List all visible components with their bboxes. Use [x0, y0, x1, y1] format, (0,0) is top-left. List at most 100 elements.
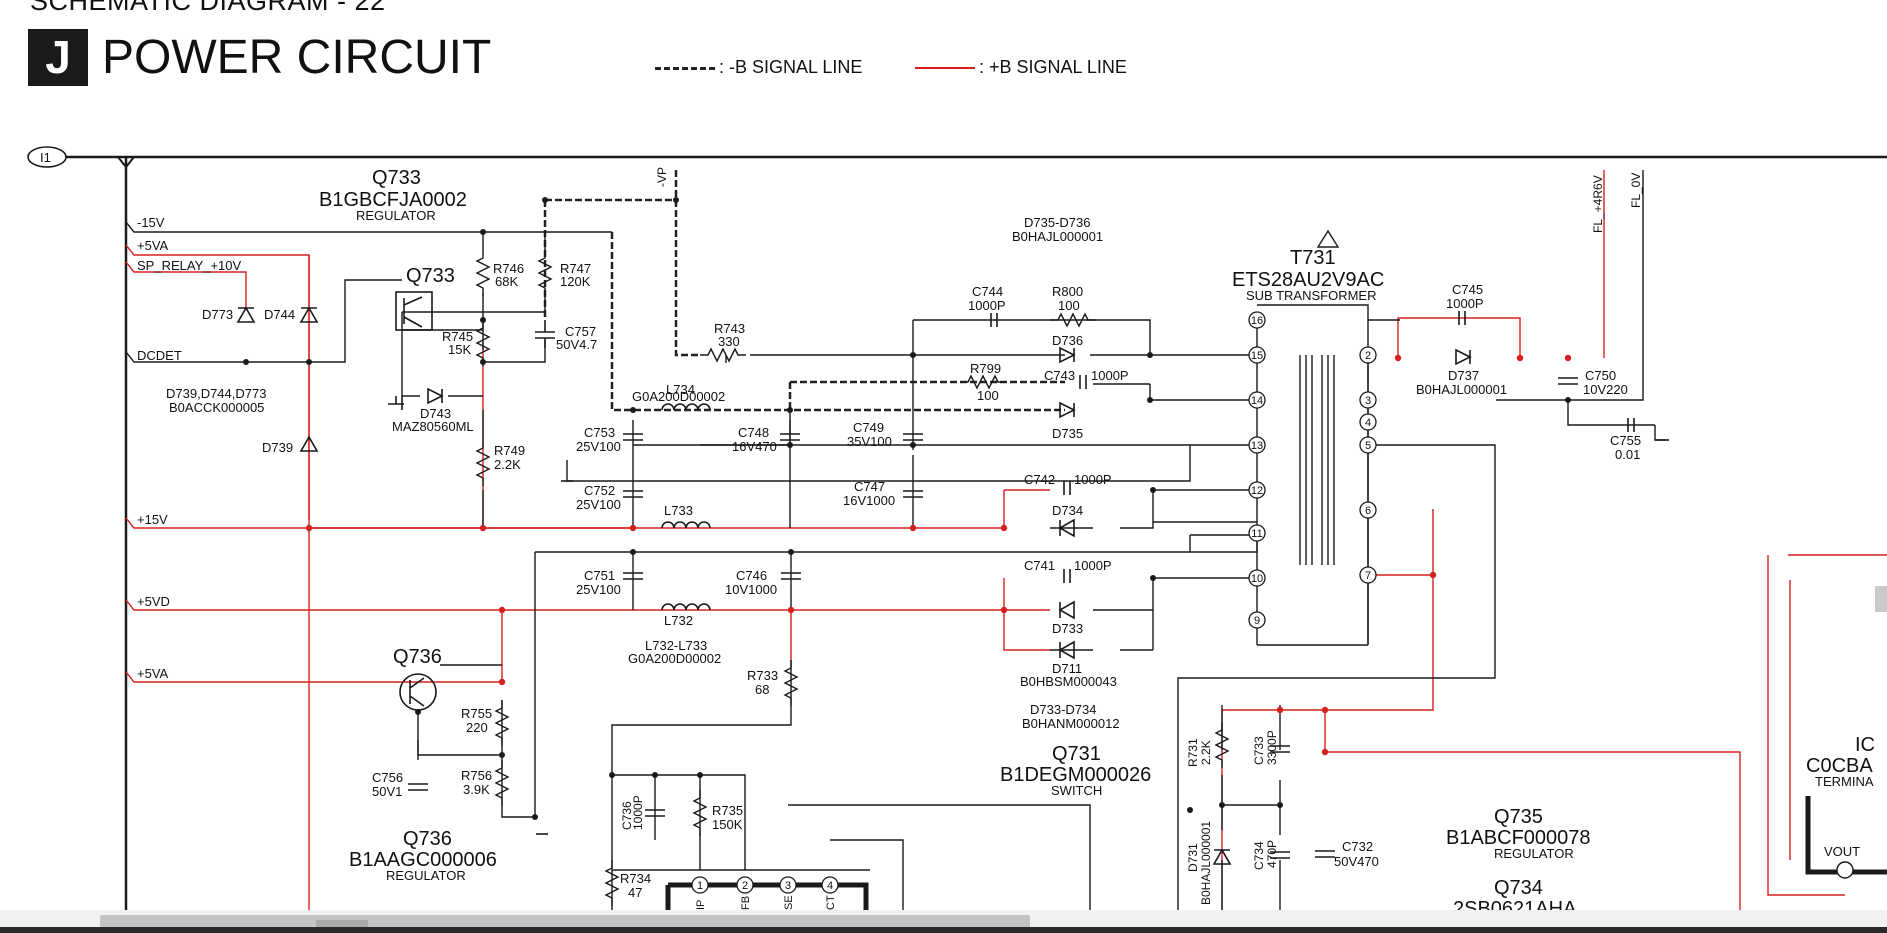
ic-pin-number-4: 4 — [827, 880, 833, 892]
d739-label: D739 — [262, 440, 293, 455]
capacitor-c744 — [990, 313, 998, 327]
capacitors — [408, 311, 1635, 859]
t731-pin-label-14: 14 — [1251, 395, 1263, 407]
c746-ref: C746 — [736, 568, 767, 583]
d737-ref: D737 — [1448, 368, 1479, 383]
capacitor-c743 — [1079, 375, 1087, 389]
c750-val: 10V220 — [1583, 382, 1628, 397]
connector-i1 — [27, 146, 67, 168]
ic-pin-name-IP: IP — [695, 900, 707, 910]
t731-pin-label-7: 7 — [1365, 570, 1371, 582]
inductor-l733 — [661, 521, 711, 529]
r745-val: 15K — [448, 342, 471, 357]
d734-label: D734 — [1052, 503, 1083, 518]
q734-ref-label: Q734 — [1494, 877, 1543, 899]
power-circuit-schematic: I1 -15V +5VA SP_RELAY_+10V DCDET +15V +5… — [27, 146, 1887, 910]
t731-pin-label-13: 13 — [1251, 440, 1263, 452]
t731-pin-label-4: 4 — [1365, 417, 1371, 429]
bus-fl-0v: FL_0V — [1629, 173, 1643, 208]
ic-pin-number-3: 3 — [785, 880, 791, 892]
q734-part-label: 2SB0621AHA — [1453, 898, 1577, 910]
bus-vp: -VP — [655, 167, 669, 187]
r747-ref: R747 — [560, 261, 591, 276]
c748-val: 16V470 — [732, 439, 777, 454]
diode-d711 — [1058, 640, 1075, 660]
d731-ref: D731 — [1186, 843, 1200, 872]
t731-pin-label-11: 11 — [1251, 528, 1262, 540]
c736-ref: C736 — [620, 801, 634, 830]
ic-pin-number-1: 1 — [697, 880, 703, 892]
ic-pin-name-SE: SE — [783, 895, 795, 910]
t731-pin-label-16: 16 — [1251, 315, 1263, 327]
r800-val: 100 — [1058, 298, 1080, 313]
capacitor-c736 — [645, 809, 665, 817]
r756-val: 3.9K — [463, 782, 490, 797]
t731-pin-label-2: 2 — [1365, 350, 1371, 362]
q733-ref-label: Q733 — [372, 167, 421, 189]
diode-d737 — [1455, 348, 1472, 366]
section-title: POWER CIRCUIT — [102, 31, 492, 84]
q731-part-label: B1DEGM000026 — [1000, 764, 1151, 786]
l732-group-part: G0A200D00002 — [628, 651, 721, 666]
c752-val: 25V100 — [576, 497, 621, 512]
legend-minus-b: : -B SIGNAL LINE — [655, 57, 862, 78]
c746-val: 10V1000 — [725, 582, 777, 597]
capacitor-c753 — [623, 433, 643, 441]
t731-pin-5 — [1359, 436, 1377, 454]
junction-dots — [243, 197, 1571, 820]
t731-pin-label-15: 15 — [1251, 350, 1263, 362]
t731-pin-7 — [1359, 566, 1377, 584]
ic-right-role: TERMINA — [1815, 774, 1874, 789]
c747-val: 16V1000 — [843, 493, 895, 508]
vertical-scrollbar-thumb[interactable] — [1875, 586, 1887, 612]
diode-d744 — [299, 306, 319, 323]
d743-part: MAZ80560ML — [392, 419, 474, 434]
q735-ref-label: Q735 — [1494, 806, 1543, 828]
c734-ref: C734 — [1252, 841, 1266, 870]
c757-val: 50V4.7 — [556, 337, 597, 352]
legend-minus-b-text: : -B SIGNAL LINE — [719, 57, 863, 77]
diode-d735 — [1059, 401, 1076, 419]
r799-val: 100 — [977, 388, 999, 403]
c732-ref: C732 — [1342, 839, 1373, 854]
t731-pin-6 — [1359, 501, 1377, 519]
diode-d773 — [236, 306, 256, 323]
bus-stubs — [125, 221, 1004, 683]
l733-label: L733 — [664, 503, 693, 518]
c745-ref: C745 — [1452, 282, 1483, 297]
r746-ref: R746 — [493, 261, 524, 276]
t731-pin-15 — [1248, 346, 1266, 364]
t731-pin-label-10: 10 — [1251, 573, 1263, 585]
c757-ref: C757 — [565, 324, 596, 339]
q736-symbol-label: Q736 — [393, 646, 442, 668]
ic-pin-name-CT: CT — [825, 895, 837, 910]
plus-b-signal-lines — [308, 170, 1887, 910]
c744-val: 1000P — [968, 298, 1006, 313]
transistor-q733-symbol — [395, 291, 433, 331]
component-labels: Q733 B1GBCFJA0002 REGULATOR Q733 R746 68… — [166, 167, 1875, 910]
wiring — [246, 170, 1665, 910]
c755-val: 0.01 — [1615, 447, 1640, 462]
r756-ref: R756 — [461, 768, 492, 783]
c749-val: 35V100 — [847, 434, 892, 449]
capacitor-c734 — [1270, 851, 1290, 859]
diode-d731 — [1212, 848, 1232, 865]
l732-label: L732 — [664, 613, 693, 628]
capacitor-c757 — [535, 320, 555, 348]
d733-group-refs: D733-D734 — [1030, 702, 1097, 717]
c736-val: 1000P — [631, 795, 645, 830]
c755-ref: C755 — [1610, 433, 1641, 448]
c745-val: 1000P — [1446, 296, 1484, 311]
top-bus: I1 — [27, 146, 1887, 910]
diodes — [236, 306, 1472, 865]
r749-ref: R749 — [494, 443, 525, 458]
r731-ref: R731 — [1186, 738, 1200, 767]
c732-val: 50V470 — [1334, 854, 1379, 869]
capacitor-c733 — [1270, 745, 1290, 753]
ic-pin-1 — [691, 876, 709, 894]
ic-pin-number-2: 2 — [742, 880, 748, 892]
legend-plus-b: : +B SIGNAL LINE — [915, 57, 1127, 78]
resistor-r746 — [476, 249, 490, 297]
c753-ref: C753 — [584, 425, 615, 440]
